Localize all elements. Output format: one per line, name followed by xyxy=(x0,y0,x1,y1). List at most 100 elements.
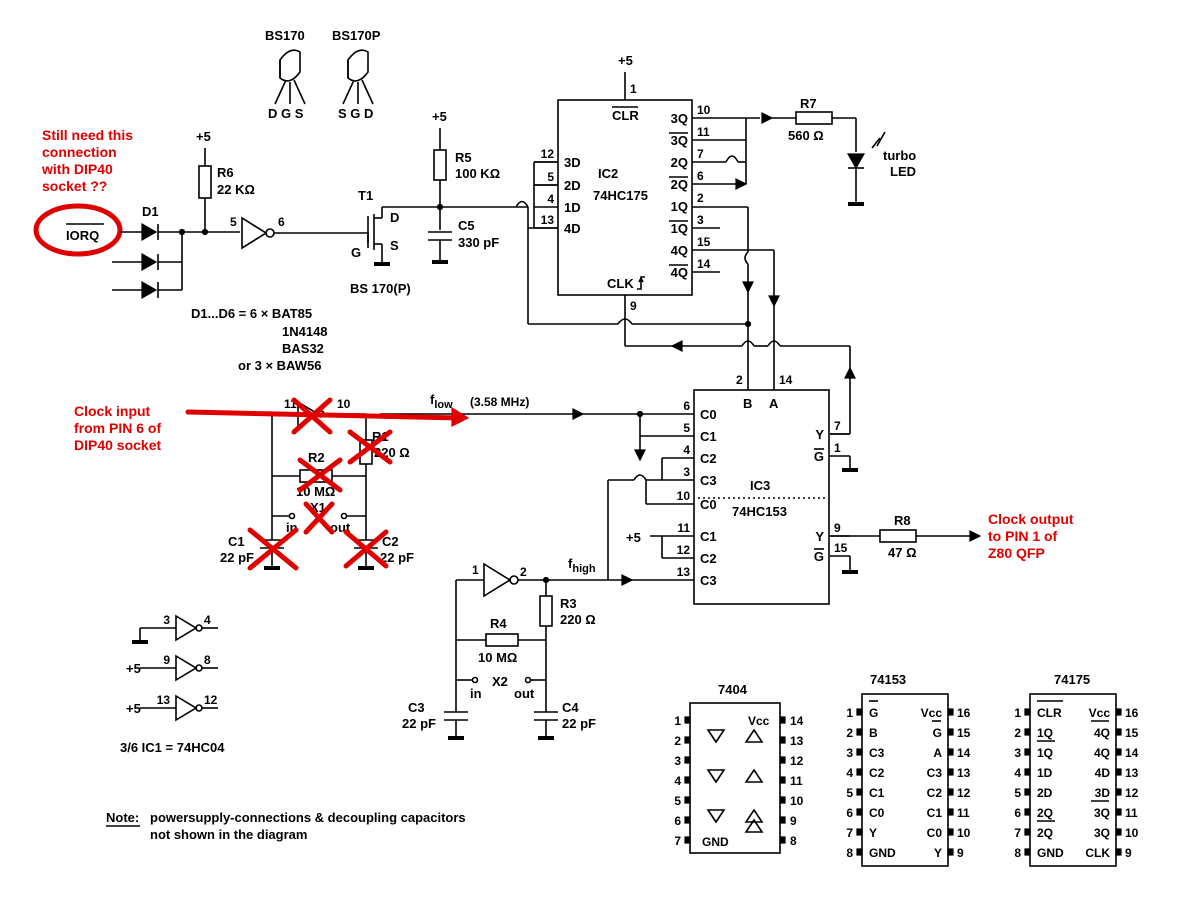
p7404-right-pin: 9 xyxy=(790,814,797,828)
ic2-pin-name: 1D xyxy=(564,200,581,215)
annotation-line-1: Still need this xyxy=(42,127,133,143)
pinout-left-num: 3 xyxy=(846,746,853,760)
p7404-right-pin: 13 xyxy=(790,734,804,748)
bs170p-label: BS170P xyxy=(332,28,381,43)
c1-value: 22 pF xyxy=(220,550,254,565)
pinout-right-name: C1 xyxy=(927,806,943,820)
ic3-pin-a: 14 xyxy=(779,373,793,387)
pinout-left-num: 2 xyxy=(1014,726,1021,740)
pinout-right-num: 9 xyxy=(957,846,964,860)
pinout-left-name: GND xyxy=(869,846,896,860)
inv-main-out: 6 xyxy=(278,215,285,229)
capacitor-c5: C5 330 pF xyxy=(428,218,499,264)
pinout-right-num: 9 xyxy=(1125,846,1132,860)
p7404-left-pin: 6 xyxy=(674,814,681,828)
ic2-pin-name: 3Q xyxy=(671,111,688,126)
ic3-pin-name: C1 xyxy=(700,529,717,544)
ic3-74hc153: 2 14 B A IC3 74HC153 6C05C14C23C310C011C… xyxy=(677,340,850,605)
osc1-out: 10 xyxy=(337,397,351,411)
clock-in-line-2: from PIN 6 of xyxy=(74,420,161,436)
r8-label: R8 xyxy=(894,513,911,528)
pinout-left-name: 2D xyxy=(1037,786,1053,800)
pinout-right-name: G xyxy=(933,726,942,740)
annotation-clock-input: Clock input from PIN 6 of DIP40 socket xyxy=(74,403,161,453)
led-label: LED xyxy=(890,164,916,179)
t1-label: T1 xyxy=(358,188,373,203)
spare-inv-in: 3 xyxy=(163,613,170,627)
pinout-right-num: 14 xyxy=(957,746,971,760)
turbo-label: turbo xyxy=(883,148,916,163)
pinout-right-num: 10 xyxy=(1125,826,1139,840)
ic2-pin-name: 4Q xyxy=(671,265,688,280)
resistor-r6: +5 R6 22 KΩ xyxy=(196,129,255,236)
ic3-pin-num: 10 xyxy=(677,489,691,503)
d1-label: D1 xyxy=(142,204,159,219)
ic2-pin-num: 7 xyxy=(697,147,704,161)
pinout-right-num: 12 xyxy=(957,786,971,800)
clock-out-line-1: Clock output xyxy=(988,511,1074,527)
clock-in-line-1: Clock input xyxy=(74,403,151,419)
ic3-pin-num: 1 xyxy=(834,441,841,455)
inv-main-in: 5 xyxy=(230,215,237,229)
pinout-right-num: 15 xyxy=(957,726,971,740)
pinout-right-name: Vcc xyxy=(1089,706,1111,720)
ic3-pin-name: C2 xyxy=(700,551,717,566)
ic2-pin-name: 1Q xyxy=(671,221,688,236)
pinout-left-num: 6 xyxy=(1014,806,1021,820)
pinout-right-name: A xyxy=(933,746,942,760)
diodes-note-4: or 3 × BAW56 xyxy=(238,358,321,373)
c2-value: 22 pF xyxy=(380,550,414,565)
pinout-left-num: 5 xyxy=(1014,786,1021,800)
r6-value: 22 KΩ xyxy=(217,182,255,197)
pinout-right-name: 3Q xyxy=(1094,806,1110,820)
pinout-left-name: B xyxy=(869,726,878,740)
power-note: Note: powersupply-connections & decoupli… xyxy=(106,810,466,842)
note-line-2: not shown in the diagram xyxy=(150,827,307,842)
ic2-pin-num: 12 xyxy=(541,147,555,161)
pinout-right-name: C3 xyxy=(927,766,943,780)
r6-label: R6 xyxy=(217,165,234,180)
bs170p-pins: S G D xyxy=(338,106,373,121)
ic2-pin-num: 14 xyxy=(697,257,711,271)
p7404-right-pin: 14 xyxy=(790,714,804,728)
pinout-right-num: 14 xyxy=(1125,746,1139,760)
pinout-left-num: 7 xyxy=(1014,826,1021,840)
x2-in: in xyxy=(470,686,482,701)
pinout-left-num: 4 xyxy=(846,766,853,780)
ic3-pin-num: 9 xyxy=(834,521,841,535)
r5-value: 100 KΩ xyxy=(455,166,500,181)
clock-out-line-3: Z80 QFP xyxy=(988,545,1045,561)
c3-value: 22 pF xyxy=(402,716,436,731)
pinout-right-num: 13 xyxy=(1125,766,1139,780)
pinout-left-name: G xyxy=(869,706,878,720)
pinout-left-name: 2Q xyxy=(1037,826,1053,840)
c5-label: C5 xyxy=(458,218,475,233)
pinout-left-num: 1 xyxy=(1014,706,1021,720)
c3-label: C3 xyxy=(408,700,425,715)
pinout-left-name: GND xyxy=(1037,846,1064,860)
ic2-pin1: 1 xyxy=(630,82,637,96)
annotation-line-3: with DIP40 xyxy=(41,161,113,177)
bs170-pins: D G S xyxy=(268,106,304,121)
ic3-pin-b: 2 xyxy=(736,373,743,387)
pinout-left-num: 7 xyxy=(846,826,853,840)
iorq-circle xyxy=(33,203,123,257)
ic3-pin-num: 15 xyxy=(834,541,848,555)
ic3-pin-name: C0 xyxy=(700,497,717,512)
ic2-pin-name: 2Q xyxy=(671,155,688,170)
pinout-left-name: C0 xyxy=(869,806,885,820)
ic3-pin-num: 5 xyxy=(683,421,690,435)
r3-label: R3 xyxy=(560,596,577,611)
ic3-pin-num: 11 xyxy=(677,521,690,535)
pinout-left-name: CLR xyxy=(1037,706,1062,720)
ic3-pin-name: C0 xyxy=(700,407,717,422)
diodes-note-1: D1...D6 = 6 × BAT85 xyxy=(191,306,312,321)
p7404-left-pin: 5 xyxy=(674,794,681,808)
ic3-pin-name: C1 xyxy=(700,429,717,444)
pinout-left-name: Y xyxy=(869,826,877,840)
osc2-out: 2 xyxy=(520,565,527,579)
ic2-pin-num: 4 xyxy=(547,192,554,206)
t1-source-label: S xyxy=(390,238,399,253)
ic1-note: 3/6 IC1 = 74HC04 xyxy=(120,740,225,755)
